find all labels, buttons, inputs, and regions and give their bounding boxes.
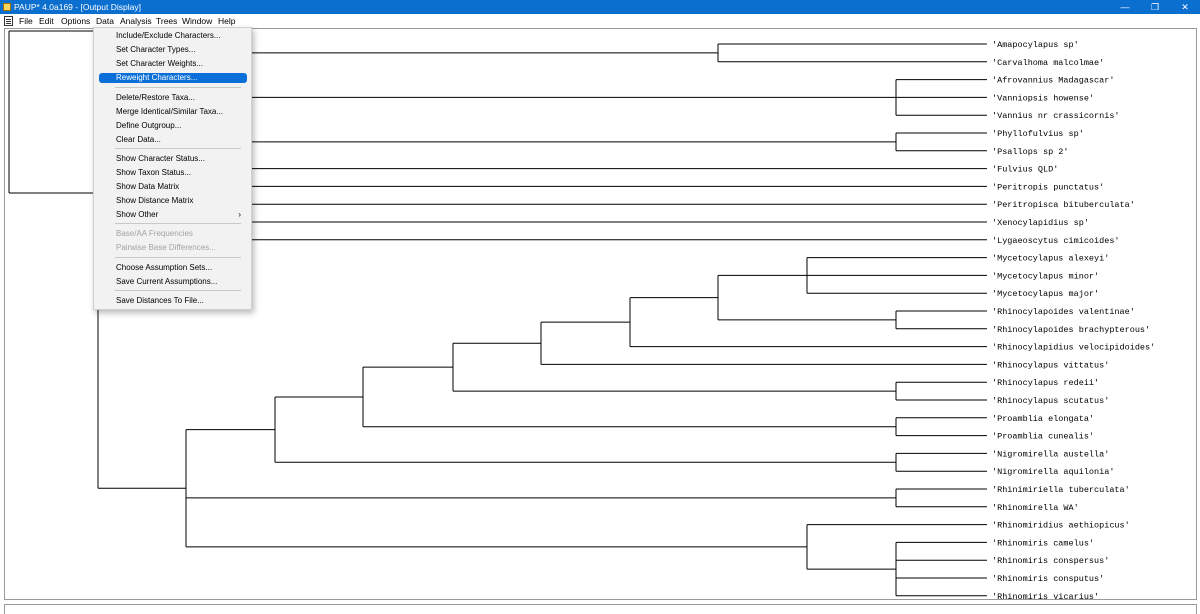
menu-options[interactable]: Options [61,16,91,26]
taxon-label: 'Phyllofulvius sp' [992,129,1084,139]
taxon-label: 'Nigromirella austella' [992,449,1109,459]
menu-item-show-other[interactable]: Show Other› [116,210,241,219]
restore-button[interactable]: ❐ [1150,2,1160,12]
close-button[interactable]: ✕ [1181,2,1189,12]
menu-item-save-current-assumptions[interactable]: Save Current Assumptions... [116,277,218,286]
taxon-label: 'Rhinocylapoides brachypterous' [992,325,1150,335]
taxon-label: 'Rhinomiris conspersus' [992,556,1109,566]
menu-item-merge-identical-similar-taxa[interactable]: Merge Identical/Similar Taxa... [116,107,224,116]
taxon-label: 'Rhinocylapus scutatus' [992,396,1109,406]
menu-window[interactable]: Window [182,16,213,26]
data-menu-dropdown: Include/Exclude Characters... Set Charact… [93,27,252,310]
menu-item-base-aa-frequencies: Base/AA Frequencies [116,229,193,238]
menu-separator [115,257,241,258]
taxon-label: 'Xenocylapidius sp' [992,218,1089,228]
menu-trees[interactable]: Trees [156,16,178,26]
taxon-label: 'Mycetocylapus minor' [992,271,1099,281]
menu-item-show-taxon-status[interactable]: Show Taxon Status... [116,168,192,177]
taxon-label: 'Carvalhoma malcolmae' [992,58,1104,68]
taxon-label: 'Rhinimiriella tuberculata' [992,485,1130,495]
taxon-label: 'Psallops sp 2' [992,147,1069,157]
taxon-label: 'Rhinocylapus vittatus' [992,360,1109,370]
taxon-label: 'Rhinomiris consputus' [992,574,1104,584]
command-pane[interactable] [4,604,1197,614]
document-menu-icon[interactable] [4,16,13,26]
taxon-label: 'Vanniopsis howense' [992,93,1094,103]
taxon-label: 'Fulvius QLD' [992,165,1058,175]
menu-item-set-character-types[interactable]: Set Character Types... [116,45,196,54]
taxon-label: 'Rhinomiris camelus' [992,538,1094,548]
taxon-label: 'Mycetocylapus major' [992,289,1099,299]
taxon-label: 'Proamblia elongata' [992,414,1094,424]
taxon-label: 'Mycetocylapus alexeyi' [992,254,1109,264]
menu-separator [115,148,241,149]
taxon-label: 'Rhinocylapoides valentinae' [992,307,1135,317]
phylogenetic-tree: 'Amapocylapus sp' 'Carvalhoma malcolmae' '… [8,30,1155,599]
menu-item-show-data-matrix[interactable]: Show Data Matrix [116,182,180,191]
menu-separator [115,290,241,291]
menu-analysis[interactable]: Analysis [120,16,152,26]
taxon-label: 'Proamblia cunealis' [992,432,1094,442]
output-display[interactable]: 'Amapocylapus sp' 'Carvalhoma malcolmae' '… [4,28,1197,600]
minimize-button[interactable]: — [1120,2,1130,12]
paup-app-icon[interactable] [3,3,11,11]
menu-edit[interactable]: Edit [39,16,54,26]
menu-item-reweight-characters[interactable]: Reweight Characters... [99,73,247,83]
menu-item-set-character-weights[interactable]: Set Character Weights... [116,59,203,68]
taxon-label: 'Rhinomiridius aethiopicus' [992,521,1130,531]
menu-item-save-distances-to-file[interactable]: Save Distances To File... [116,296,204,305]
submenu-arrow-icon: › [238,210,241,219]
menu-file[interactable]: File [19,16,33,26]
menu-item-include-exclude-characters[interactable]: Include/Exclude Characters... [116,31,221,40]
menu-item-show-character-status[interactable]: Show Character Status... [116,154,205,163]
menu-item-clear-data[interactable]: Clear Data... [116,135,161,144]
taxon-label: 'Vannius nr crassicornis' [992,111,1120,121]
window-title: PAUP* 4.0a169 - [Output Display] [14,2,141,12]
menu-bar: File Edit Options Data Analysis Trees Wi… [0,14,1200,28]
menu-separator [115,223,241,224]
menu-item-choose-assumption-sets[interactable]: Choose Assumption Sets... [116,263,213,272]
taxon-label: 'Rhinocylapidius velocipidoides' [992,343,1155,353]
taxon-label: 'Rhinomiris vicarius' [992,592,1099,599]
taxon-label: 'Peritropisca bituberculata' [992,200,1135,210]
taxon-label: 'Peritropis punctatus' [992,182,1104,192]
taxon-label: 'Afrovannius Madagascar' [992,76,1114,86]
taxon-label: 'Nigromirella aquilonia' [992,467,1114,477]
menu-item-define-outgroup[interactable]: Define Outgroup... [116,121,182,130]
title-bar: PAUP* 4.0a169 - [Output Display] — ❐ ✕ [0,0,1200,14]
menu-data[interactable]: Data [96,16,114,26]
menu-item-pairwise-base-differences: Pairwise Base Differences... [116,243,216,252]
taxon-label: 'Amapocylapus sp' [992,40,1079,50]
taxon-label: 'Lygaeoscytus cimicoides' [992,236,1120,246]
taxon-label: 'Rhinomirella WA' [992,503,1079,513]
menu-help[interactable]: Help [218,16,236,26]
menu-item-delete-restore-taxa[interactable]: Delete/Restore Taxa... [116,93,196,102]
taxon-label: 'Rhinocylapus redeii' [992,378,1099,388]
menu-separator [115,87,241,88]
menu-item-show-distance-matrix[interactable]: Show Distance Matrix [116,196,194,205]
